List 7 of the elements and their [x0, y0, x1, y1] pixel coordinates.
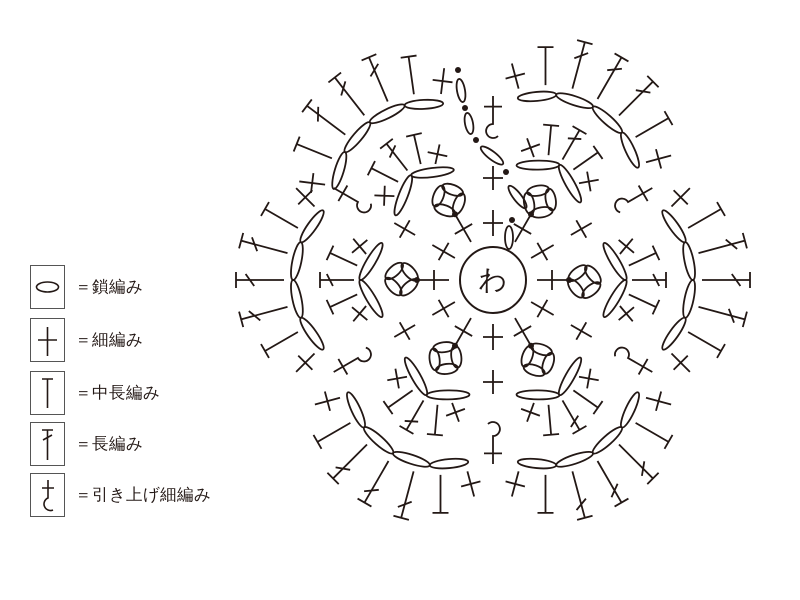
legend-text: ＝長編み: [75, 434, 143, 454]
legend-text: ＝中長編み: [75, 383, 160, 403]
legend-text: ＝細編み: [75, 330, 143, 350]
legend-text: ＝引き上げ細編み: [75, 485, 211, 505]
ring-label: わ: [478, 266, 508, 294]
legend-text: ＝鎖編み: [75, 277, 143, 297]
center-ring: [459, 246, 527, 314]
